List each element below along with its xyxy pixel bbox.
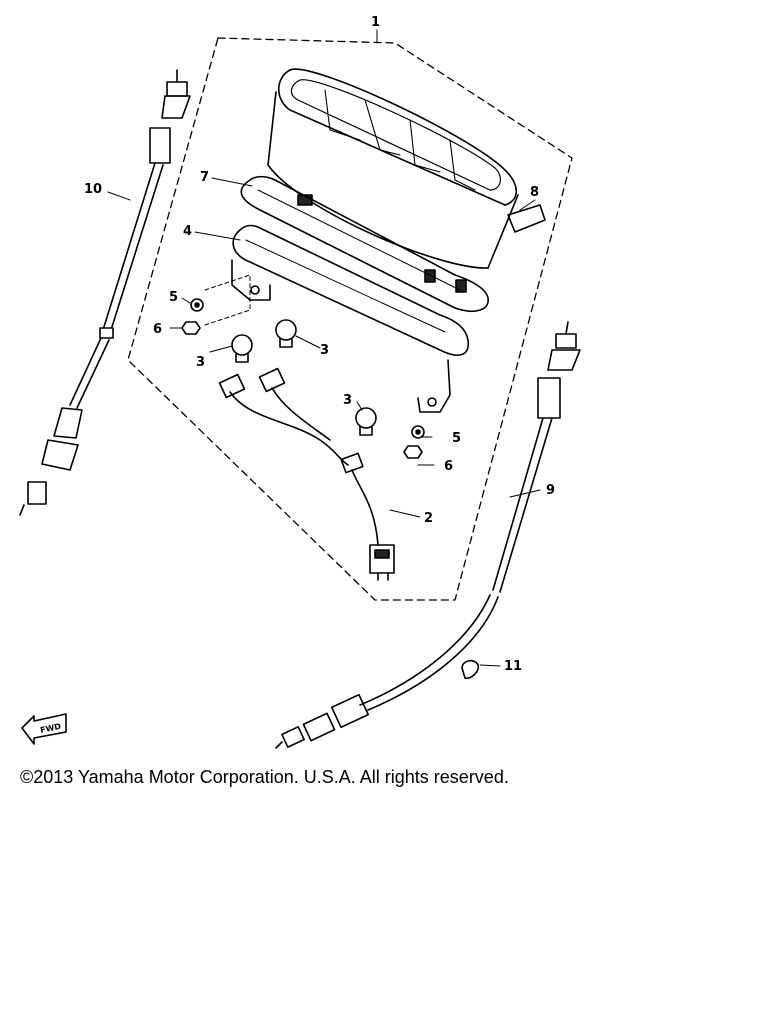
meter-bracket [231, 224, 469, 413]
callout-4: 4 [183, 224, 192, 239]
nut-left [181, 321, 201, 335]
callout-10: 10 [84, 182, 102, 197]
meter-housing [267, 68, 519, 293]
gasket [240, 175, 489, 312]
callout-5b: 5 [452, 431, 461, 446]
callout-7: 7 [200, 170, 209, 185]
nut-right [403, 445, 423, 459]
bulb-3 [355, 407, 377, 436]
callout-6b: 6 [444, 459, 453, 474]
callout-6a: 6 [153, 322, 162, 337]
fwd-label: FWD [39, 722, 62, 735]
leader-lines [107, 29, 541, 667]
callout-3a: 3 [196, 355, 205, 370]
callout-1: 1 [371, 15, 380, 30]
callout-5a: 5 [169, 290, 178, 305]
copyright-notice: ©2013 Yamaha Motor Corporation. U.S.A. A… [20, 767, 509, 787]
wire-harness [218, 367, 395, 581]
bulb-2 [275, 319, 297, 348]
callout-3c: 3 [343, 393, 352, 408]
callout-9: 9 [546, 483, 555, 498]
callout-2: 2 [424, 511, 433, 526]
cable-right [275, 321, 581, 749]
bulb-1 [231, 334, 253, 363]
callout-8: 8 [530, 185, 539, 200]
fwd-arrow-icon [21, 713, 67, 745]
assembly-boundary [127, 37, 573, 601]
cable-left [19, 69, 191, 516]
cable-clamp [461, 659, 480, 680]
callout-11: 11 [504, 659, 522, 674]
callout-3b: 3 [320, 343, 329, 358]
